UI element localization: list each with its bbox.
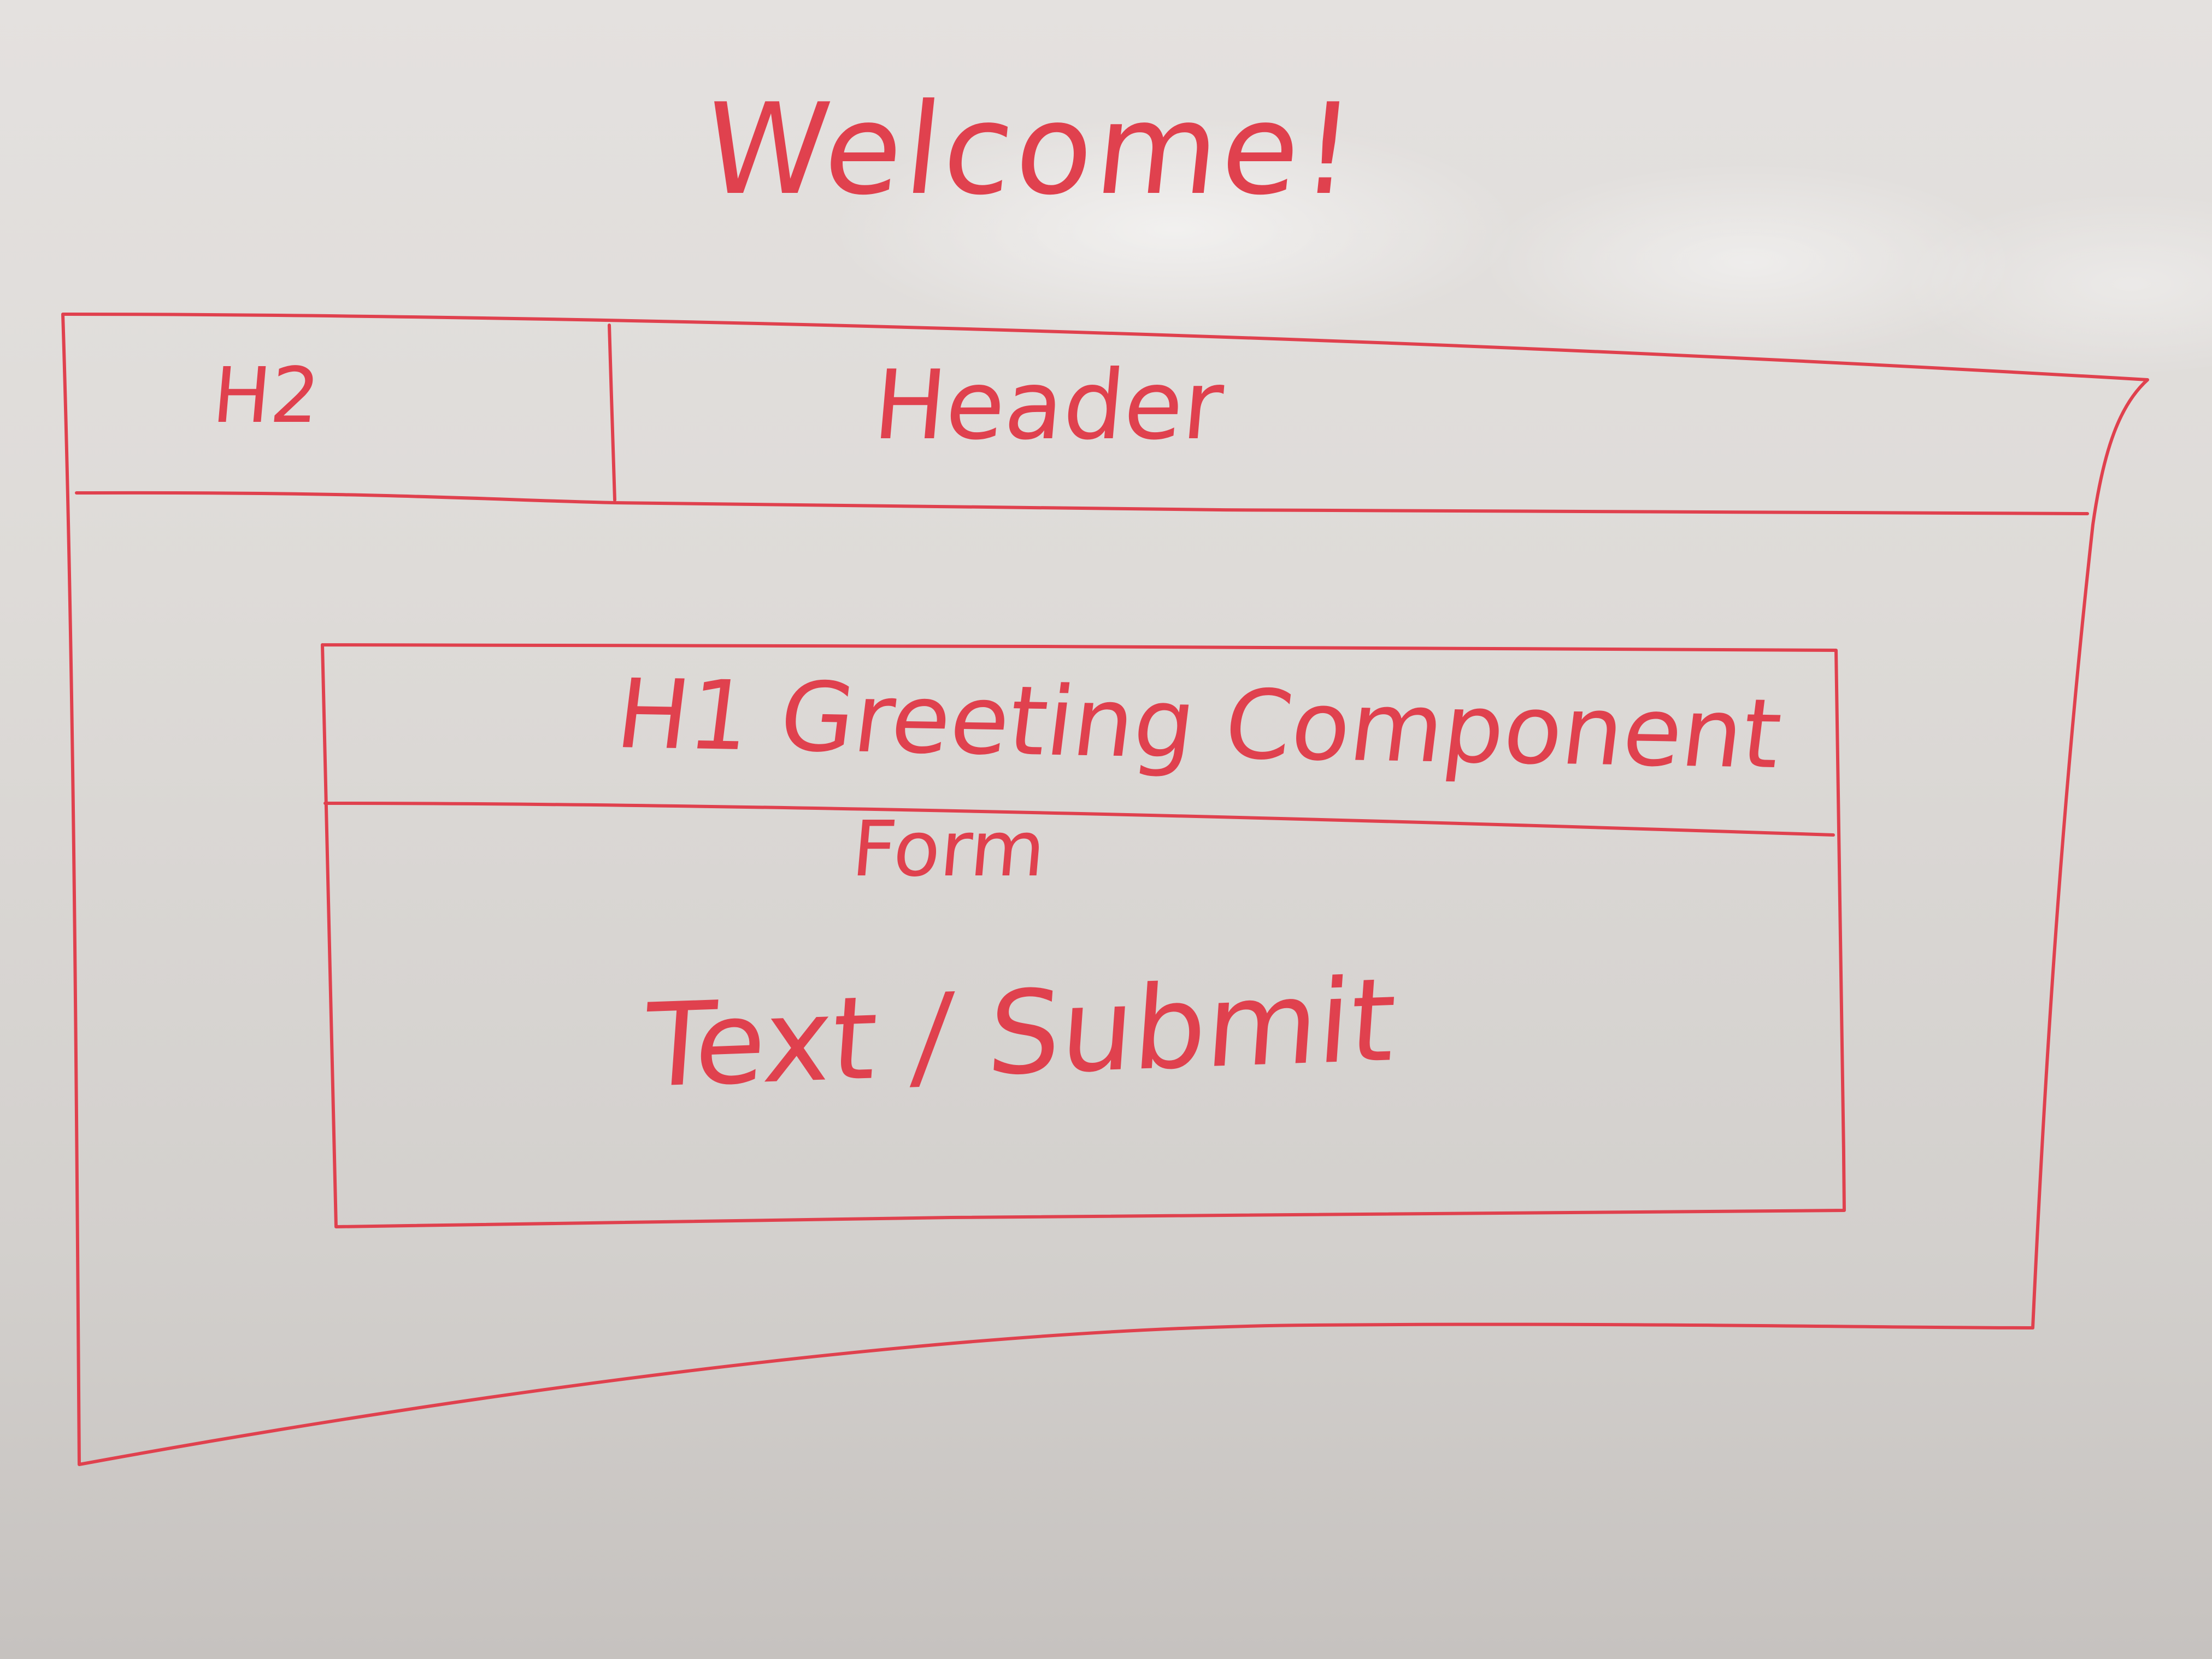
greeting-heading: H1 Greeting Component <box>610 659 1787 790</box>
form-label: Form <box>848 805 1049 894</box>
header-divider <box>75 491 2089 515</box>
component-box <box>321 643 1846 1228</box>
page-title: Welcome! <box>697 77 1364 223</box>
form-body-label: Text / Submit <box>640 952 1400 1114</box>
header-h2-label: H2 <box>209 351 323 440</box>
header-vertical-split <box>608 323 616 502</box>
outer-frame <box>61 313 2149 1466</box>
header-label: Header <box>869 350 1228 461</box>
component-heading-divider <box>323 802 1835 837</box>
